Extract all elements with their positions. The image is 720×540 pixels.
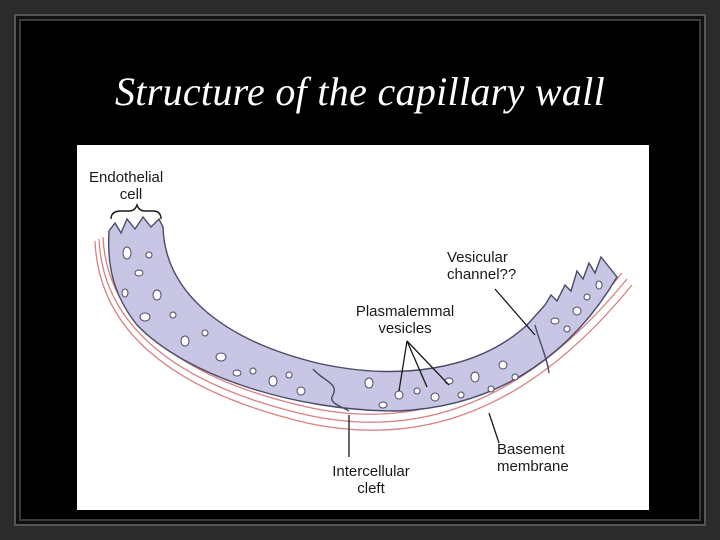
label-vesicular-channel-line-2: channel?? — [447, 266, 517, 283]
label-endothelial-cell-line-2: cell — [119, 186, 143, 203]
label-intercellular-cleft-line-1: Intercellular — [332, 463, 410, 480]
label-basement-membrane: Basement membrane — [497, 441, 569, 475]
label-basement-membrane-line-1: Basement — [497, 441, 565, 458]
label-plasmalemmal-vesicles-line-1: Plasmalemmal — [355, 303, 455, 320]
label-plasmalemmal-vesicles-line-2: vesicles — [378, 320, 432, 337]
endothelial-cell-bracket — [110, 202, 162, 220]
label-vesicular-channel: Vesicular channel?? — [447, 249, 516, 283]
endothelial-wall — [107, 215, 618, 412]
label-vesicular-channel-line-1: Vesicular — [447, 249, 508, 266]
label-pointer-lines — [348, 288, 536, 457]
capillary-wall-illustration — [94, 202, 633, 457]
slide-title: Structure of the capillary wall — [115, 69, 605, 114]
label-intercellular-cleft: Intercellular cleft — [321, 463, 421, 497]
label-basement-membrane-line-2: membrane — [497, 458, 569, 475]
capillary-diagram: Endothelial cell Vesicular channel?? Pla… — [77, 145, 649, 510]
label-plasmalemmal-vesicles: Plasmalemmal vesicles — [343, 303, 467, 337]
vesicular-channel-line — [534, 324, 550, 374]
plasmalemmal-vesicles — [121, 246, 603, 409]
label-endothelial-cell-line-1: Endothelial — [89, 169, 164, 186]
label-endothelial-cell: Endothelial cell — [89, 169, 173, 203]
intercellular-cleft-line — [312, 368, 350, 412]
label-intercellular-cleft-line-2: cleft — [357, 480, 385, 497]
